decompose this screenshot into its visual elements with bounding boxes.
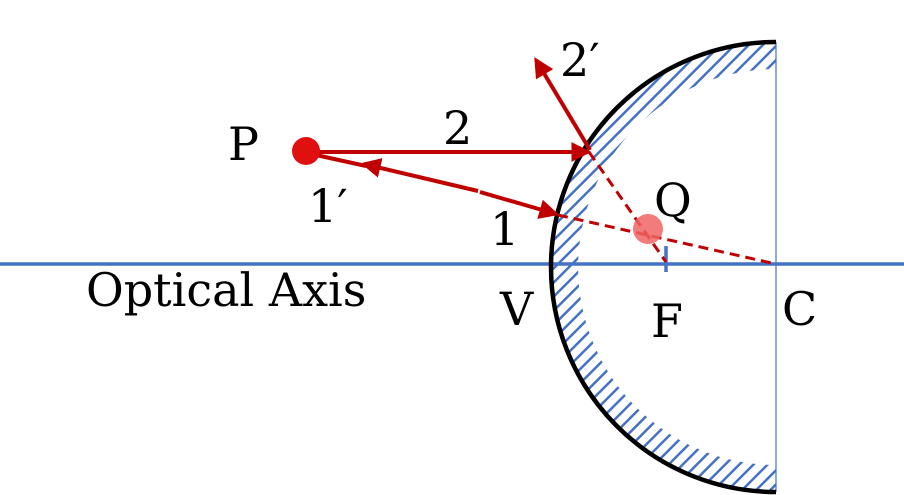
ray2-reflected xyxy=(534,57,592,152)
label-ray2-reflected: 2′ xyxy=(560,33,600,87)
label-c: C xyxy=(782,282,817,336)
label-ray1: 1 xyxy=(490,202,519,256)
ray1-incident xyxy=(479,190,560,219)
ray1-virtual-extension xyxy=(557,213,777,266)
label-p: P xyxy=(228,117,259,171)
label-f: F xyxy=(651,294,683,348)
ray1-segment-near-p xyxy=(315,153,367,168)
label-v: V xyxy=(499,282,534,336)
object-point-p xyxy=(292,137,320,165)
image-point-q xyxy=(633,214,663,244)
ray2-virtual-extension xyxy=(587,151,668,263)
label-ray2: 2 xyxy=(443,101,472,155)
label-q: Q xyxy=(654,173,692,227)
label-axis: Optical Axis xyxy=(86,263,366,317)
mirror-hatch xyxy=(551,42,776,492)
mirror-surface xyxy=(548,39,777,495)
label-ray1-reflected: 1′ xyxy=(308,179,348,233)
ray1-reflected xyxy=(360,158,479,193)
